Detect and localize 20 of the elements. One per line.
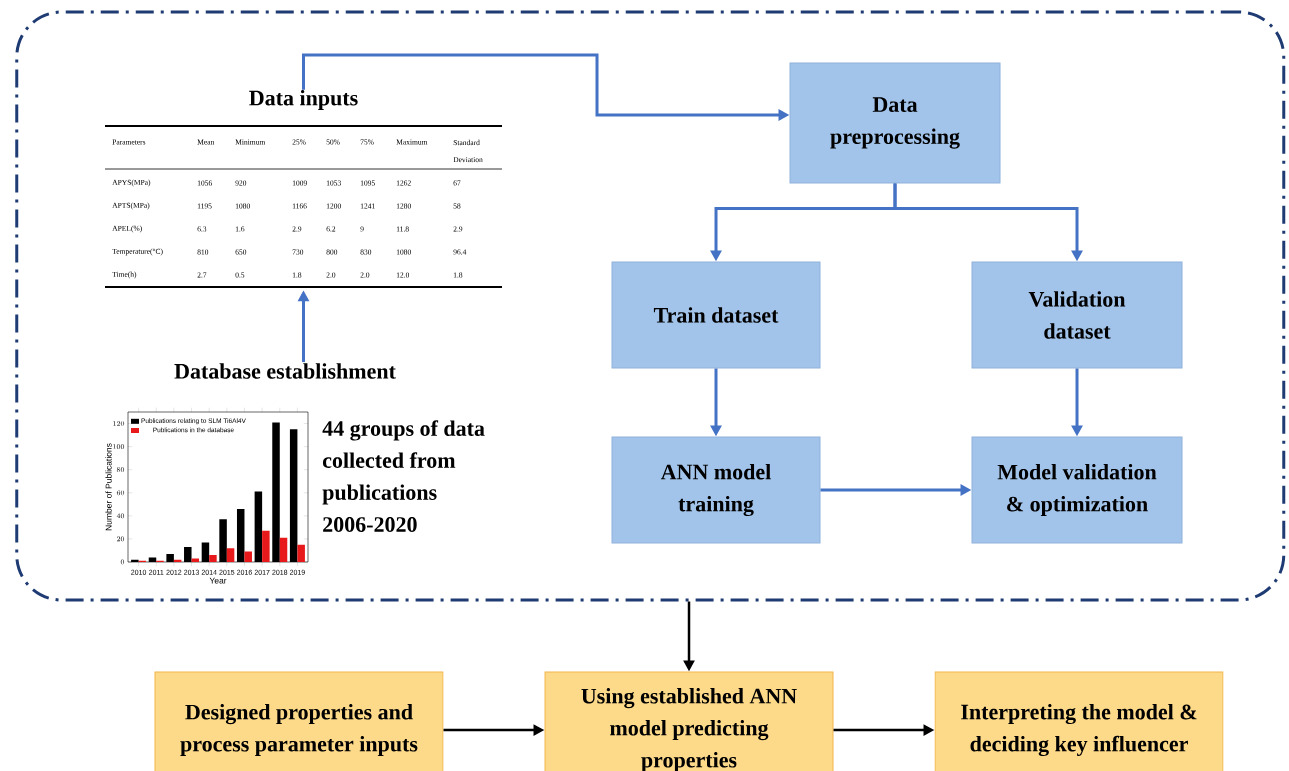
dash-dot-frame <box>15 10 1286 602</box>
y-axis-title: Number of Publications <box>105 443 112 531</box>
process-box: Train dataset <box>611 261 821 369</box>
process-box: Designed properties and process parameter inputs <box>154 671 444 771</box>
bar <box>226 548 235 563</box>
process-box: Using established ANN model predicting properties <box>544 671 834 771</box>
bar <box>297 544 305 563</box>
table-heading: Data inputs <box>249 90 358 110</box>
process-box: Data preprocessing <box>789 62 1001 184</box>
bar <box>279 537 288 563</box>
process-box: Validation dataset <box>971 261 1183 369</box>
bar <box>262 530 270 563</box>
process-box: Model validation & optimization <box>971 436 1183 544</box>
process-box: ANN model training <box>611 436 821 544</box>
x-axis-title: Year <box>209 577 227 584</box>
heading: Database establishment <box>174 363 396 379</box>
bar <box>244 551 252 563</box>
process-box: Interpreting the model & deciding key influencer <box>934 671 1224 771</box>
note-text: 44 groups of data collected from publications 2006-2020 <box>322 420 485 532</box>
bar <box>209 555 217 563</box>
